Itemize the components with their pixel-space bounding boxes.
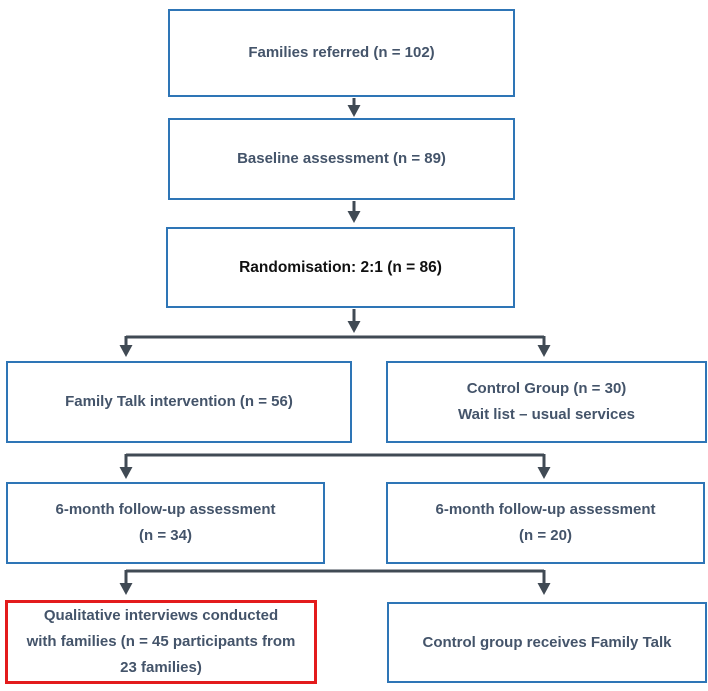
box-qualitative-interviews: Qualitative interviews conducted with fa… — [5, 600, 317, 684]
box-control-receives-family-talk: Control group receives Family Talk — [387, 602, 707, 683]
box-families-referred: Families referred (n = 102) — [168, 9, 515, 97]
box-families-referred-label: Families referred (n = 102) — [248, 44, 435, 61]
box-followup-control: 6-month follow-up assessment (n = 20) — [386, 482, 705, 564]
box-control-group-line1: Control Group (n = 30) — [466, 380, 627, 397]
box-family-talk-intervention: Family Talk intervention (n = 56) — [6, 361, 352, 443]
box-family-talk-intervention-label: Family Talk intervention (n = 56) — [65, 393, 293, 410]
box-control-group-line2: Wait list – usual services — [457, 406, 636, 423]
box-followup-control-line2: (n = 20) — [519, 527, 572, 544]
box-followup-intervention: 6-month follow-up assessment (n = 34) — [6, 482, 325, 564]
box-randomisation-label: Randomisation: 2:1 (n = 86) — [239, 258, 442, 276]
box-qualitative-interviews-line3: 23 families) — [120, 659, 202, 676]
box-followup-intervention-line1: 6-month follow-up assessment — [55, 501, 276, 518]
box-randomisation: Randomisation: 2:1 (n = 86) — [166, 227, 515, 308]
box-baseline-assessment-label: Baseline assessment (n = 89) — [237, 150, 446, 167]
box-qualitative-interviews-line2: with families (n = 45 participants from — [26, 633, 296, 650]
box-control-receives-family-talk-label: Control group receives Family Talk — [422, 633, 672, 651]
box-followup-intervention-line2: (n = 34) — [139, 527, 192, 544]
box-followup-control-line1: 6-month follow-up assessment — [435, 501, 656, 518]
box-baseline-assessment: Baseline assessment (n = 89) — [168, 118, 515, 200]
box-qualitative-interviews-line1: Qualitative interviews conducted — [43, 607, 279, 624]
box-control-group: Control Group (n = 30) Wait list – usual… — [386, 361, 707, 443]
